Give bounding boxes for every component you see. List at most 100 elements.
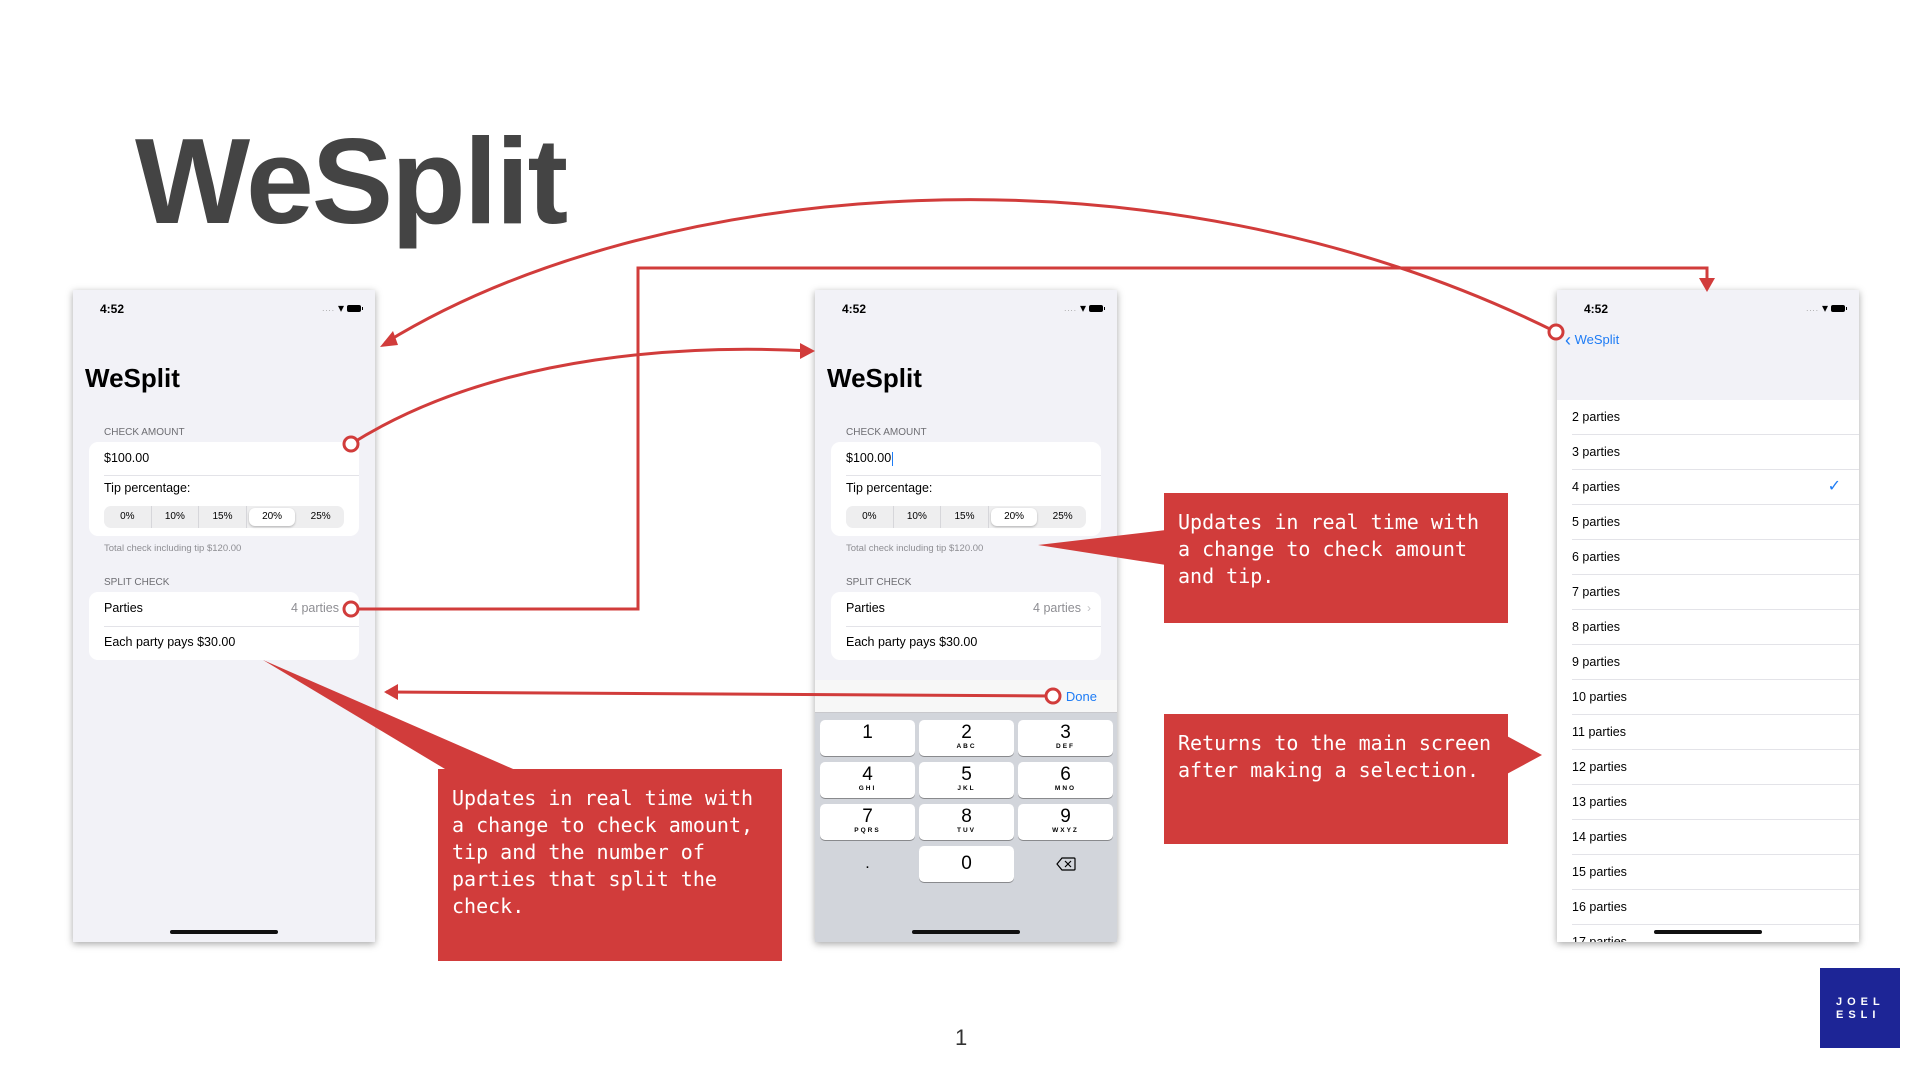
status-icons: .... ▾ [322,302,363,314]
back-button[interactable]: ‹ WeSplit [1565,330,1619,351]
divider [846,626,1101,627]
key-0[interactable]: 0 [919,846,1014,882]
key-digit: 0 [961,853,972,874]
list-item[interactable]: 17 parties [1572,925,1859,942]
list-item[interactable]: 10 parties [1572,680,1859,715]
slide-title: WeSplit [135,113,568,249]
list-item[interactable]: 14 parties [1572,820,1859,855]
parties-label: Parties [104,601,143,615]
list-item[interactable]: 7 parties [1572,575,1859,610]
key-digit: 8 [961,806,972,827]
chevron-right-icon: › [1087,601,1091,615]
done-button[interactable]: Done [1065,689,1097,704]
status-time: 4:52 [1584,302,1609,316]
list-item-label: 4 parties [1572,480,1620,494]
parties-label: Parties [846,601,885,615]
text-cursor [892,451,894,466]
check-amount-field[interactable]: $100.00 [104,451,150,465]
check-amount-header: CHECK AMOUNT [104,427,185,438]
home-indicator[interactable] [1654,930,1762,934]
list-item[interactable]: 9 parties [1572,645,1859,680]
arrow-amount-to-keyboard [350,347,813,446]
list-item[interactable]: 8 parties [1572,610,1859,645]
key-letters: GHI [858,785,877,792]
divider [846,475,1101,476]
tip-option-0[interactable]: 0% [104,506,152,528]
status-time: 4:52 [842,302,867,316]
status-icons: .... ▾ [1064,302,1105,314]
key-letters: PQRS [854,827,881,834]
key-digit: 1 [862,722,873,743]
signal-dots-icon: .... [322,303,335,313]
callout-pointer-screen3 [1505,735,1542,775]
home-indicator[interactable] [170,930,278,934]
key-letters: TUV [957,827,976,834]
arrowhead-done [384,684,398,700]
parties-value: 4 parties [1033,601,1081,615]
nav-title: WeSplit [85,363,180,393]
list-item[interactable]: 3 parties [1572,435,1859,470]
parties-row[interactable]: Parties 4 parties › [89,592,359,626]
tip-option-15[interactable]: 15% [199,506,247,528]
key-digit: 7 [862,806,873,827]
check-amount-card: $100.00 Tip percentage: 0% 10% 15% 20% 2… [89,442,359,536]
list-item[interactable]: 6 parties [1572,540,1859,575]
list-item[interactable]: 16 parties [1572,890,1859,925]
delete-backspace-icon[interactable] [1018,846,1113,882]
list-item[interactable]: 11 parties [1572,715,1859,750]
signal-dots-icon: .... [1806,303,1819,313]
list-item[interactable]: 2 parties [1572,400,1859,435]
tip-option-10[interactable]: 10% [894,506,942,528]
tip-segmented-control: 0% 10% 15% 20% 25% [846,506,1086,528]
key-letters: ABC [956,743,977,750]
list-item-selected[interactable]: 4 parties ✓ [1572,470,1859,505]
logo-line-2: ESLI [1836,1009,1881,1021]
key-digit: 3 [1060,722,1071,743]
tip-option-15[interactable]: 15% [941,506,989,528]
tip-option-20-selected[interactable]: 20% [248,508,296,526]
list-item[interactable]: 15 parties [1572,855,1859,890]
tip-option-25[interactable]: 25% [310,511,331,522]
tip-percentage-label: Tip percentage: [104,481,191,495]
list-item[interactable]: 12 parties [1572,750,1859,785]
back-label: WeSplit [1574,332,1620,347]
battery-icon [347,304,363,312]
key-1[interactable]: 1 [820,720,915,756]
parties-row[interactable]: Parties 4 parties › [831,592,1101,626]
key-letters: WXYZ [1052,827,1079,834]
tip-option-20-selected[interactable]: 20% [990,508,1038,526]
list-item[interactable]: 5 parties [1572,505,1859,540]
tip-segmented-control: 0% 10% 15% 20% 25% [104,506,344,528]
battery-icon [1089,304,1105,312]
arrowhead-keyboard [800,343,815,359]
list-item[interactable]: 13 parties [1572,785,1859,820]
checkmark-icon: ✓ [1827,478,1841,495]
key-digit: 2 [961,722,972,743]
delete-backspace-glyph [1055,857,1076,871]
divider [104,475,359,476]
tip-percentage-label: Tip percentage: [846,481,933,495]
home-indicator[interactable] [912,930,1020,934]
signal-dots-icon: .... [1064,303,1077,313]
tip-option-0[interactable]: 0% [846,506,894,528]
phone-screen-main: 4:52 .... ▾ WeSplit CHECK AMOUNT $100.00… [73,290,375,942]
tip-option-10[interactable]: 10% [152,506,200,528]
check-amount-field-editing[interactable]: $100.00 [846,451,894,466]
phone-screen-parties-picker: 4:52 .... ▾ ‹ WeSplit 2 parties 3 partie… [1557,290,1859,942]
split-check-card: Parties 4 parties › Each party pays $30.… [89,592,359,660]
key-decimal[interactable]: . [865,855,870,872]
status-icons: .... ▾ [1806,302,1847,314]
key-letters: DEF [1056,743,1075,750]
key-letters: MNO [1054,785,1077,792]
tip-option-25[interactable]: 25% [1052,511,1073,522]
total-with-tip-note: Total check including tip $120.00 [104,543,242,554]
